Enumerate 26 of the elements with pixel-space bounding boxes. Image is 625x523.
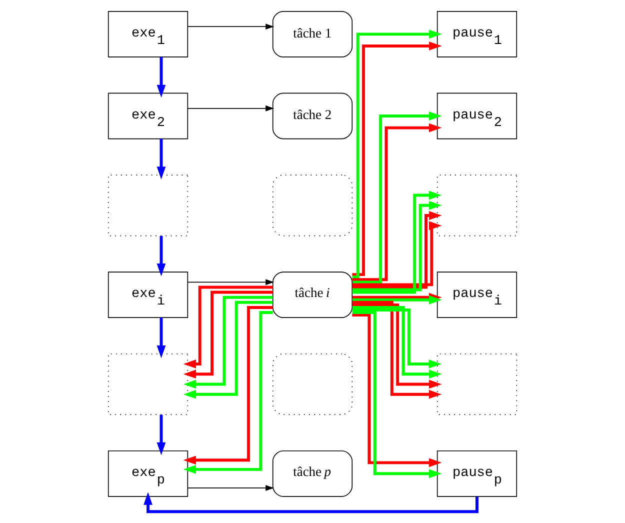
node-box: tâche i <box>272 272 353 318</box>
arrow <box>352 308 442 368</box>
node-box: tâche 1 <box>272 10 353 58</box>
arrow <box>187 279 274 286</box>
node-box <box>436 174 518 236</box>
arrow <box>352 221 442 286</box>
arrow <box>183 286 273 368</box>
arrow <box>144 492 478 514</box>
arrow <box>187 24 274 30</box>
node-box <box>108 353 188 416</box>
arrow <box>156 414 166 456</box>
arrow <box>156 56 166 98</box>
arrow <box>352 295 442 304</box>
arrow <box>156 236 166 276</box>
node-box: tâche 2 <box>272 92 353 140</box>
arrow <box>187 485 274 491</box>
arrow <box>156 138 166 180</box>
node-box <box>272 353 353 416</box>
node-box <box>272 174 353 236</box>
arrow <box>187 105 274 112</box>
node-box: tâche p <box>272 450 353 497</box>
node-box <box>436 353 518 416</box>
node-box <box>108 174 188 236</box>
arrow <box>156 318 166 358</box>
arrow <box>183 290 273 379</box>
arrow <box>352 306 442 379</box>
